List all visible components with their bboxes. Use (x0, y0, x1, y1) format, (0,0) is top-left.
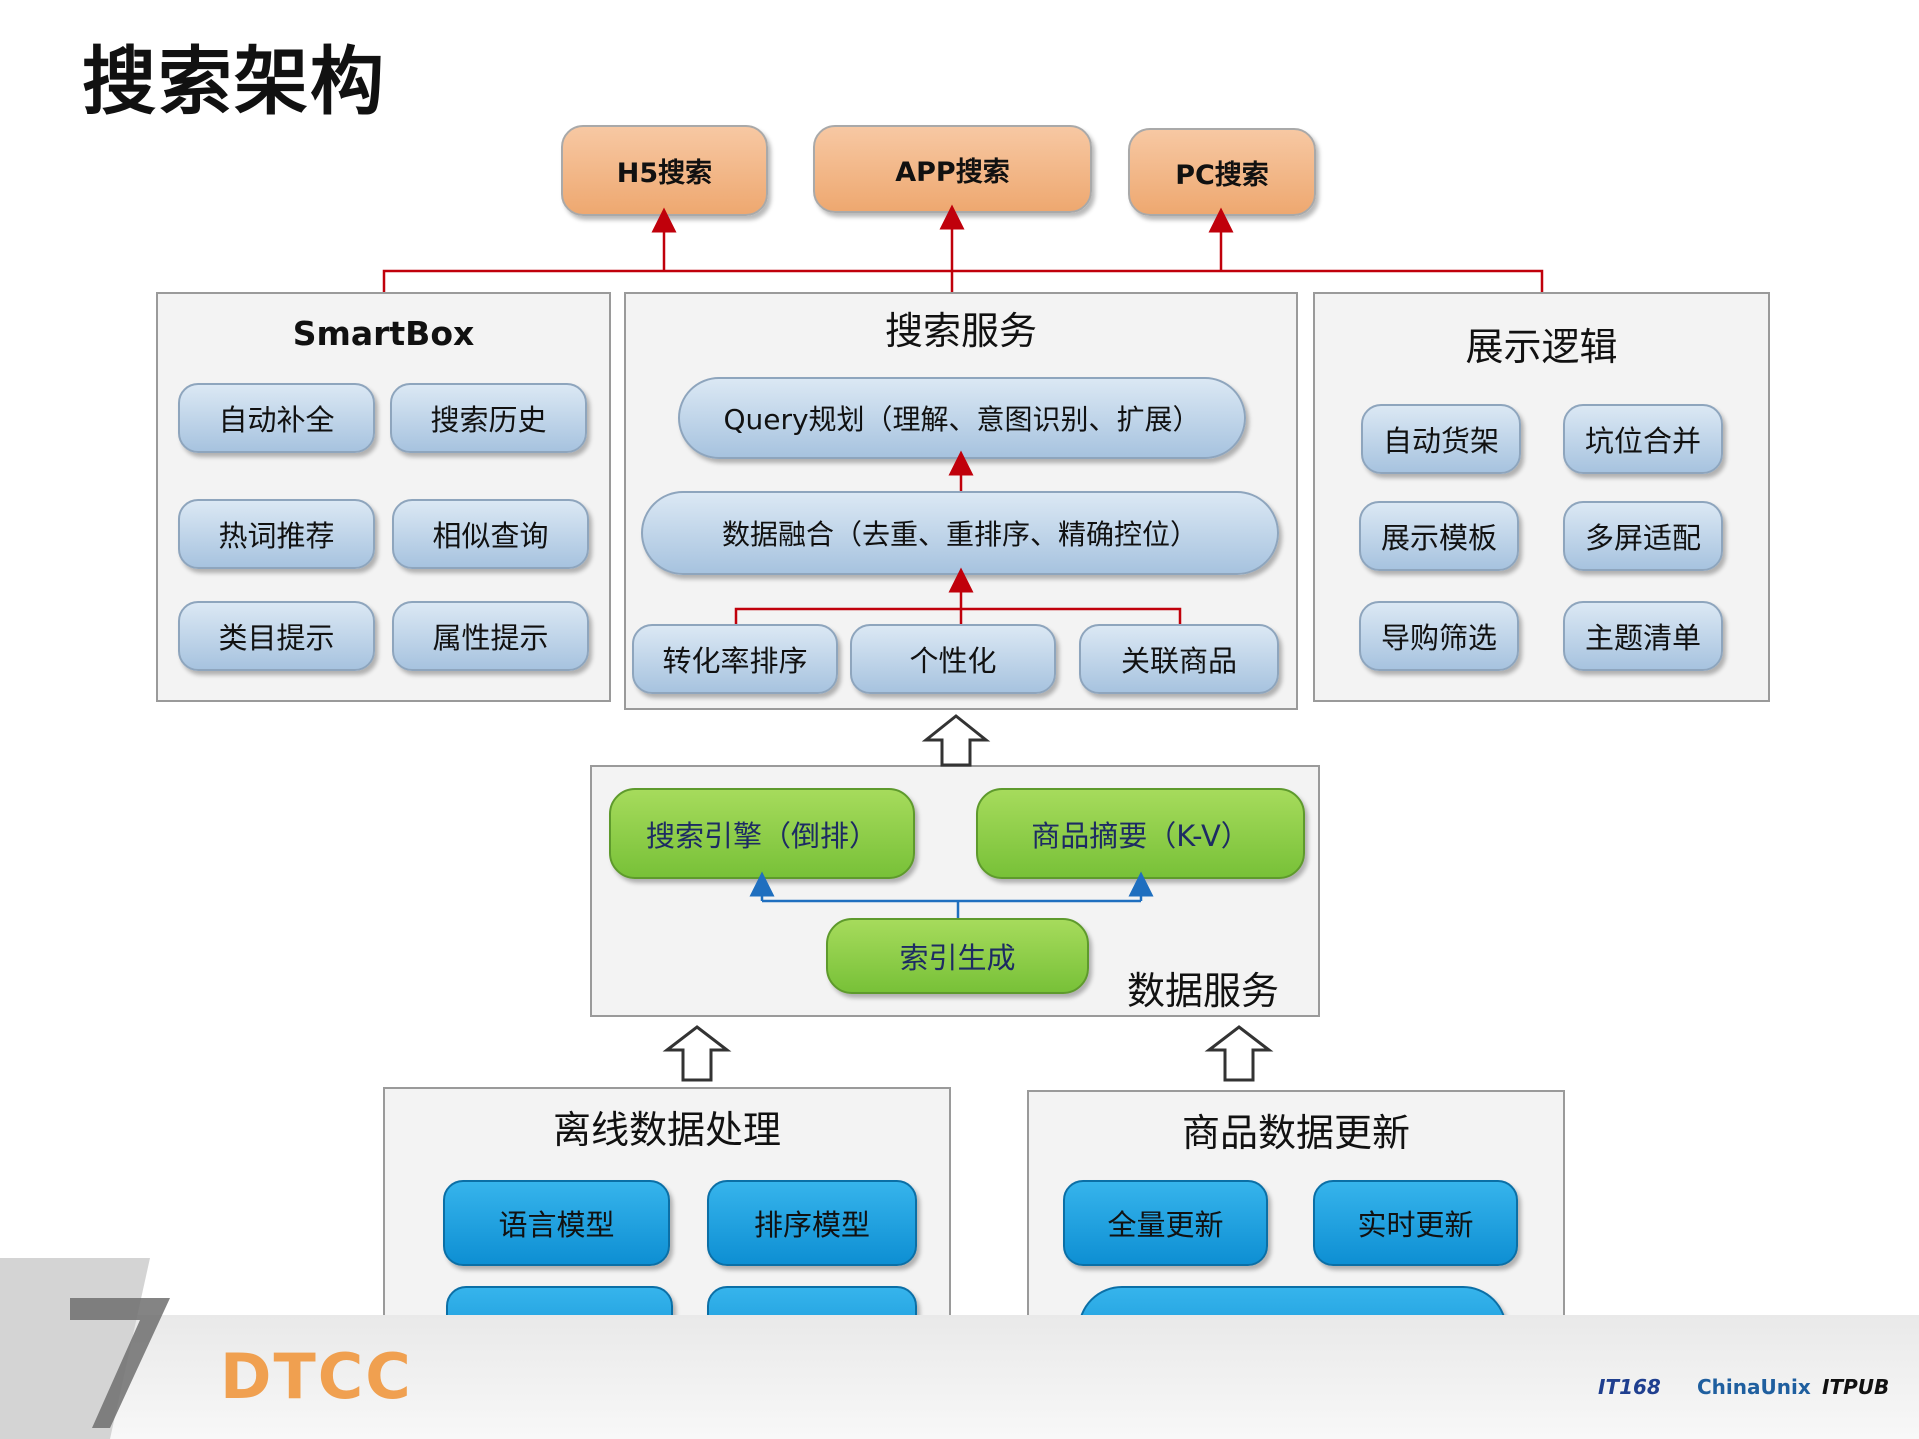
goods-item-full-update: 全量更新 (1063, 1180, 1268, 1266)
leaves-bus-line (734, 607, 1182, 624)
hollow-arrow-offline-to-data (662, 1025, 732, 1082)
footer-logo-chinaunix: ChinaUnix (1697, 1375, 1811, 1399)
red-bus-line (382, 269, 1544, 292)
leaf-conversion-ranking: 转化率排序 (632, 624, 838, 694)
smartbox-item-category: 类目提示 (178, 601, 375, 671)
smartbox-item-hotwords: 热词推荐 (178, 499, 375, 569)
hollow-arrow-data-to-search (921, 714, 991, 767)
footer-seven-graphic (0, 1258, 170, 1439)
smartbox-title: SmartBox (292, 314, 475, 353)
leaf-related-goods: 关联商品 (1079, 624, 1279, 694)
client-app: APP搜索 (813, 125, 1092, 213)
display-item-slot-merge: 坑位合并 (1563, 404, 1723, 474)
offline-item-ranking-model: 排序模型 (707, 1180, 917, 1266)
index-generation-node: 索引生成 (826, 918, 1089, 994)
page-title: 搜索架构 (82, 39, 386, 125)
smartbox-item-attribute: 属性提示 (392, 601, 589, 671)
data-fusion-node: 数据融合（去重、重排序、精确控位） (641, 491, 1279, 575)
leaf-personalization: 个性化 (850, 624, 1056, 694)
data-service-title: 数据服务 (1127, 969, 1280, 1013)
footer-band (0, 1315, 1919, 1439)
footer-logo-itpub: ITPUB (1822, 1375, 1890, 1399)
query-planning-node: Query规划（理解、意图识别、扩展） (678, 377, 1246, 459)
offline-title: 离线数据处理 (552, 1108, 781, 1152)
display-item-template: 展示模板 (1359, 501, 1519, 571)
display-item-topic-list: 主题清单 (1563, 601, 1723, 671)
search-service-title: 搜索服务 (884, 309, 1037, 353)
smartbox-item-history: 搜索历史 (390, 383, 587, 453)
display-item-multiscreen: 多屏适配 (1563, 501, 1723, 571)
smartbox-item-autocomplete: 自动补全 (178, 383, 375, 453)
display-title: 展示逻辑 (1465, 325, 1618, 369)
smartbox-item-similar: 相似查询 (392, 499, 589, 569)
hollow-arrow-goods-to-data (1204, 1025, 1274, 1082)
goods-item-realtime-update: 实时更新 (1313, 1180, 1518, 1266)
goods-update-title: 商品数据更新 (1181, 1111, 1410, 1155)
footer-brand-dtcc: DTCC (220, 1340, 413, 1413)
smartbox-panel: SmartBox (156, 292, 611, 702)
offline-item-language-model: 语言模型 (443, 1180, 670, 1266)
footer-logo-it168: IT168 (1598, 1375, 1661, 1399)
client-h5: H5搜索 (561, 125, 768, 216)
display-item-guide-filter: 导购筛选 (1359, 601, 1519, 671)
display-item-shelf: 自动货架 (1361, 404, 1521, 474)
